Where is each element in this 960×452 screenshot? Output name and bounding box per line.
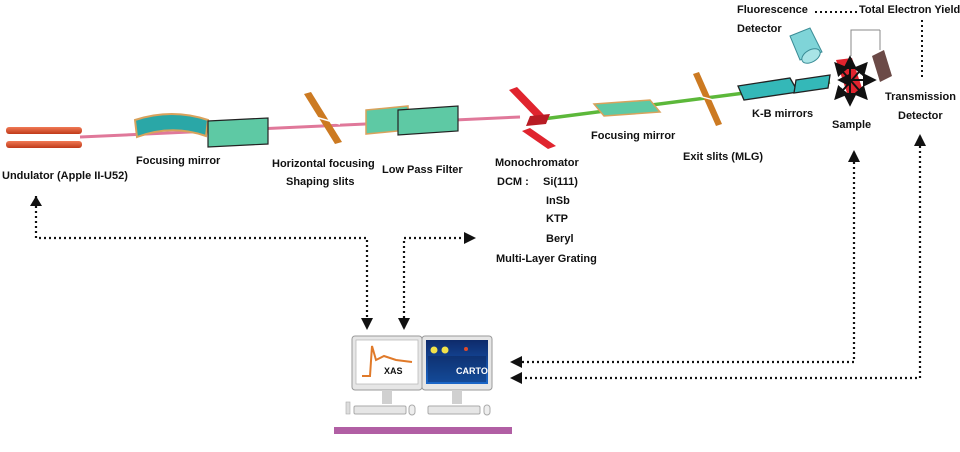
keyboard-icon bbox=[353, 405, 407, 415]
shaping-slits-label: Shaping slits bbox=[286, 176, 355, 188]
tey-connectors bbox=[815, 11, 923, 78]
fluorescence-detector bbox=[789, 27, 823, 64]
monochromator-label: Monochromator bbox=[495, 157, 579, 169]
transmission-detector-label: Detector bbox=[898, 110, 943, 122]
focusing-mirror-1 bbox=[133, 113, 210, 139]
computer-right bbox=[421, 335, 493, 416]
tey-label: Total Electron Yield bbox=[859, 4, 960, 16]
exit-slits-label: Exit slits (MLG) bbox=[683, 151, 764, 163]
multilayer-grating-label: Multi-Layer Grating bbox=[496, 253, 597, 265]
transmission-detector bbox=[872, 50, 892, 82]
carto-screen-label: CARTO bbox=[456, 366, 488, 376]
focusing-mirror-2 bbox=[592, 99, 662, 117]
fluorescence-label: Fluorescence bbox=[737, 4, 808, 16]
undulator-label: Undulator (Apple II-U52) bbox=[2, 170, 128, 182]
sample bbox=[834, 55, 877, 107]
mouse-icon bbox=[483, 404, 491, 416]
dcm-crystal-beryl: Beryl bbox=[546, 233, 574, 245]
platform bbox=[334, 427, 512, 434]
horizontal-focusing-label: Horizontal focusing bbox=[272, 158, 375, 170]
dcm-prefix-label: DCM : bbox=[497, 176, 529, 188]
kb-mirrors-label: K-B mirrors bbox=[752, 108, 814, 120]
low-pass-filter-label: Low Pass Filter bbox=[382, 164, 463, 176]
dcm-crystal-insb: InSb bbox=[546, 195, 570, 207]
low-pass-filter bbox=[365, 105, 459, 136]
kb-mirrors bbox=[737, 74, 831, 101]
xas-screen-label: XAS bbox=[384, 366, 403, 376]
dcm-crystal-si111: Si(111) bbox=[543, 176, 578, 188]
computer-left bbox=[345, 335, 423, 416]
xas-trace bbox=[362, 345, 413, 377]
fluorescence-detector-label: Detector bbox=[737, 23, 782, 35]
exit-slits bbox=[693, 72, 722, 126]
transmission-label: Transmission bbox=[885, 91, 956, 103]
shaping-slits bbox=[304, 92, 342, 144]
focusing-mirror-1-label: Focusing mirror bbox=[136, 155, 221, 167]
focusing-mirror-2-label: Focusing mirror bbox=[591, 130, 676, 142]
undulator bbox=[6, 127, 82, 148]
mouse-icon bbox=[408, 404, 416, 416]
sample-label: Sample bbox=[832, 119, 872, 131]
mirror-box-1 bbox=[207, 117, 269, 148]
keyboard-icon bbox=[427, 405, 481, 415]
dcm-crystal-ktp: KTP bbox=[546, 213, 568, 225]
control-arrows bbox=[30, 134, 926, 384]
monochromator bbox=[509, 87, 556, 149]
